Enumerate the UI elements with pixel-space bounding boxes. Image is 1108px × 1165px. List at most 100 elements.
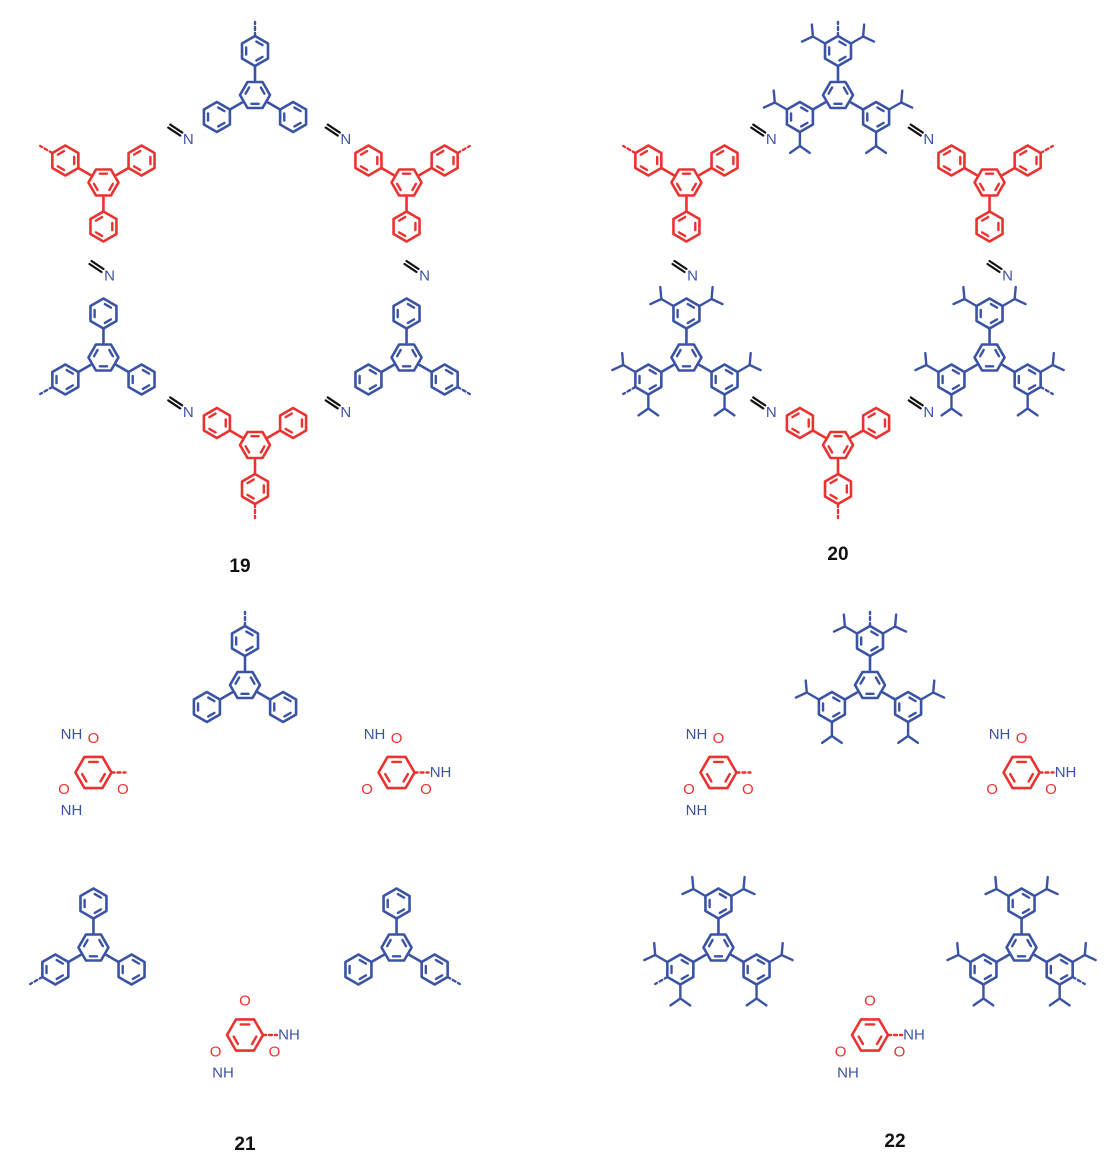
isopropyl-icon xyxy=(897,720,920,745)
amine-nh-label: NH xyxy=(212,1065,234,1082)
central-benzene-ring-icon xyxy=(390,168,423,197)
imine-linkage: N xyxy=(167,123,194,148)
arm-benzene-ring-icon xyxy=(354,144,383,177)
central-benzene-ring-icon xyxy=(973,343,1006,372)
imine-nitrogen-label: N xyxy=(183,131,194,148)
trione-ring-icon xyxy=(74,755,113,790)
oxygen-label: O xyxy=(835,1044,847,1061)
imine-linkage: N xyxy=(907,396,934,421)
trione-ring-icon xyxy=(1002,755,1041,790)
oxygen-label: O xyxy=(269,1044,281,1061)
arm-benzene-ring-icon xyxy=(420,953,449,986)
arm-benzene-ring-icon xyxy=(430,144,459,177)
oxygen-label: O xyxy=(58,781,70,798)
tritopic-knot xyxy=(192,624,298,724)
imine-linkage: N xyxy=(88,259,115,285)
oxygen-label: O xyxy=(210,1044,222,1061)
arm-benzene-ring-icon xyxy=(202,100,232,134)
arm-benzene-ring-icon xyxy=(861,100,891,134)
oxygen-label: O xyxy=(986,781,998,798)
oxygen-label: O xyxy=(361,781,373,798)
imine-nitrogen-label: N xyxy=(183,404,194,421)
amine-nh-label: NH xyxy=(61,802,83,819)
imine-linkage: N xyxy=(671,259,698,285)
tritopic-knot xyxy=(643,875,794,1007)
amine-nh-label: NH xyxy=(686,726,708,743)
oxygen-label: O xyxy=(894,1044,906,1061)
arm-benzene-ring-icon xyxy=(268,690,298,724)
arm-benzene-ring-icon xyxy=(278,100,308,134)
isopropyl-icon xyxy=(1001,285,1027,308)
isopropyl-icon xyxy=(1048,983,1071,1007)
tritopic-knot xyxy=(794,613,946,745)
compound-number-22: 22 xyxy=(884,1131,905,1152)
arm-benzene-ring-icon xyxy=(975,297,1004,330)
isopropyl-icon xyxy=(820,720,843,745)
arm-benzene-ring-icon xyxy=(823,34,853,68)
isopropyl-icon xyxy=(914,351,940,374)
arm-benzene-ring-icon xyxy=(704,887,733,920)
tritopic-knot xyxy=(51,297,156,396)
central-benzene-ring-icon xyxy=(77,933,110,962)
imine-nitrogen-label: N xyxy=(1002,268,1013,285)
isopropyl-icon xyxy=(946,941,972,964)
continuation-icon xyxy=(456,144,471,155)
oxygen-label: O xyxy=(742,781,754,798)
compound-number-21: 21 xyxy=(234,1134,256,1155)
arm-benzene-ring-icon xyxy=(1013,144,1042,177)
continuation-icon xyxy=(29,975,44,986)
arm-benzene-ring-icon xyxy=(1007,887,1036,920)
trione-ring-icon xyxy=(377,755,416,790)
central-benzene-ring-icon xyxy=(702,933,735,962)
arm-benzene-ring-icon xyxy=(41,953,70,986)
arm-benzene-ring-icon xyxy=(672,210,701,243)
compound-number-20: 20 xyxy=(827,544,848,565)
arm-benzene-ring-icon xyxy=(1013,363,1042,396)
continuation-icon xyxy=(1039,385,1054,396)
oxygen-label: O xyxy=(1045,781,1057,798)
amine-nh-label: NH xyxy=(903,1027,925,1044)
arm-benzene-ring-icon xyxy=(240,472,270,506)
tritopic-knot xyxy=(946,875,1097,1007)
imine-nitrogen-label: N xyxy=(923,404,934,421)
isopropyl-icon xyxy=(832,613,859,635)
continuation-icon xyxy=(446,975,461,986)
arm-benzene-ring-icon xyxy=(893,690,923,724)
oxygen-label: O xyxy=(683,781,695,798)
imine-nitrogen-label: N xyxy=(766,131,777,148)
isopropyl-icon xyxy=(643,941,669,964)
isopropyl-icon xyxy=(849,23,876,45)
arm-benzene-ring-icon xyxy=(127,144,156,177)
isopropyl-icon xyxy=(865,130,888,155)
arm-benzene-ring-icon xyxy=(969,953,998,986)
continuation-icon xyxy=(622,144,637,155)
isopropyl-icon xyxy=(736,351,762,374)
amine-nh-label: NH xyxy=(989,726,1011,743)
central-benzene-ring-icon xyxy=(670,168,703,197)
oxygen-label: O xyxy=(864,993,876,1010)
arm-benzene-ring-icon xyxy=(666,953,695,986)
amine-nh-label: NH xyxy=(686,802,708,819)
isopropyl-icon xyxy=(800,23,827,45)
continuation-icon xyxy=(39,385,54,396)
continuation-icon xyxy=(1039,144,1054,155)
arm-benzene-ring-icon xyxy=(937,144,966,177)
tritopic-knot xyxy=(202,406,308,506)
isopropyl-icon xyxy=(669,983,692,1007)
arm-benzene-ring-icon xyxy=(742,953,771,986)
oxygen-label: O xyxy=(420,781,432,798)
arm-benzene-ring-icon xyxy=(51,363,80,396)
amine-nh-label: NH xyxy=(430,764,452,781)
trione-ring-icon xyxy=(699,755,738,790)
continuation-icon xyxy=(1071,975,1086,986)
imine-linkage: N xyxy=(907,123,934,148)
tritopic-knot xyxy=(202,34,308,134)
arm-benzene-ring-icon xyxy=(202,406,232,440)
imine-nitrogen-label: N xyxy=(419,268,430,285)
isopropyl-icon xyxy=(768,941,794,964)
imine-linkage: N xyxy=(167,396,194,421)
